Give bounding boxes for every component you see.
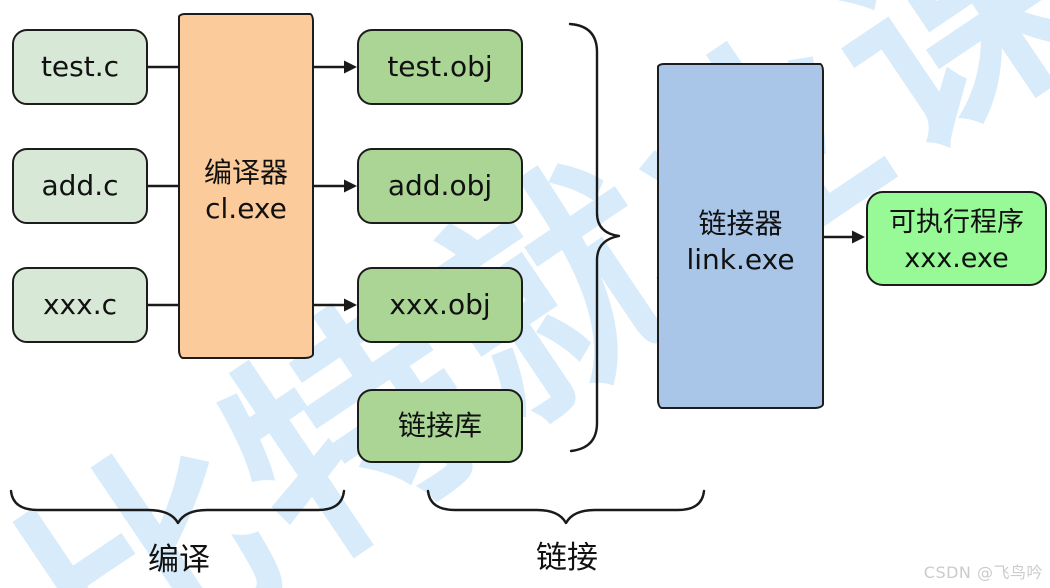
- arrowheads: [344, 60, 865, 312]
- node-source-xxx-c: xxx.c: [12, 267, 148, 343]
- executable-name: 可执行程序: [889, 207, 1024, 239]
- underbrace-link: [426, 489, 706, 525]
- node-link-library: 链接库: [357, 389, 523, 463]
- arrowhead-addobj: [344, 179, 357, 193]
- brace-link-inputs: [568, 22, 621, 453]
- node-executable: 可执行程序 xxx.exe: [866, 191, 1047, 286]
- arrowhead-testobj: [344, 60, 357, 74]
- node-label: xxx.obj: [389, 287, 491, 321]
- node-object-test-obj: test.obj: [357, 29, 523, 105]
- node-label: add.obj: [387, 168, 493, 202]
- linker-name: 链接器: [698, 206, 783, 240]
- node-label: 链接库: [397, 408, 482, 442]
- executable-program: xxx.exe: [904, 242, 1009, 274]
- node-object-add-obj: add.obj: [357, 148, 523, 224]
- compiler-name: 编译器: [203, 155, 288, 189]
- arrowhead-exe: [852, 230, 865, 244]
- csdn-author-credit: CSDN @飞鸟吟: [923, 563, 1043, 582]
- stage-label-link: 链接: [536, 540, 598, 576]
- node-label: test.c: [40, 49, 120, 83]
- node-object-xxx-obj: xxx.obj: [357, 267, 523, 343]
- node-source-test-c: test.c: [12, 29, 148, 105]
- node-label: add.c: [41, 168, 119, 202]
- node-compiler: 编译器 cl.exe: [178, 13, 314, 359]
- node-label: test.obj: [387, 49, 493, 83]
- node-label: xxx.c: [42, 287, 117, 321]
- compiler-program: cl.exe: [205, 192, 287, 225]
- arrowhead-xxxobj: [344, 298, 357, 312]
- stage-label-compile: 编译: [148, 542, 210, 578]
- linker-program: link.exe: [686, 243, 795, 276]
- node-linker: 链接器 link.exe: [657, 63, 824, 409]
- underbrace-compile: [9, 489, 346, 525]
- node-source-add-c: add.c: [12, 148, 148, 224]
